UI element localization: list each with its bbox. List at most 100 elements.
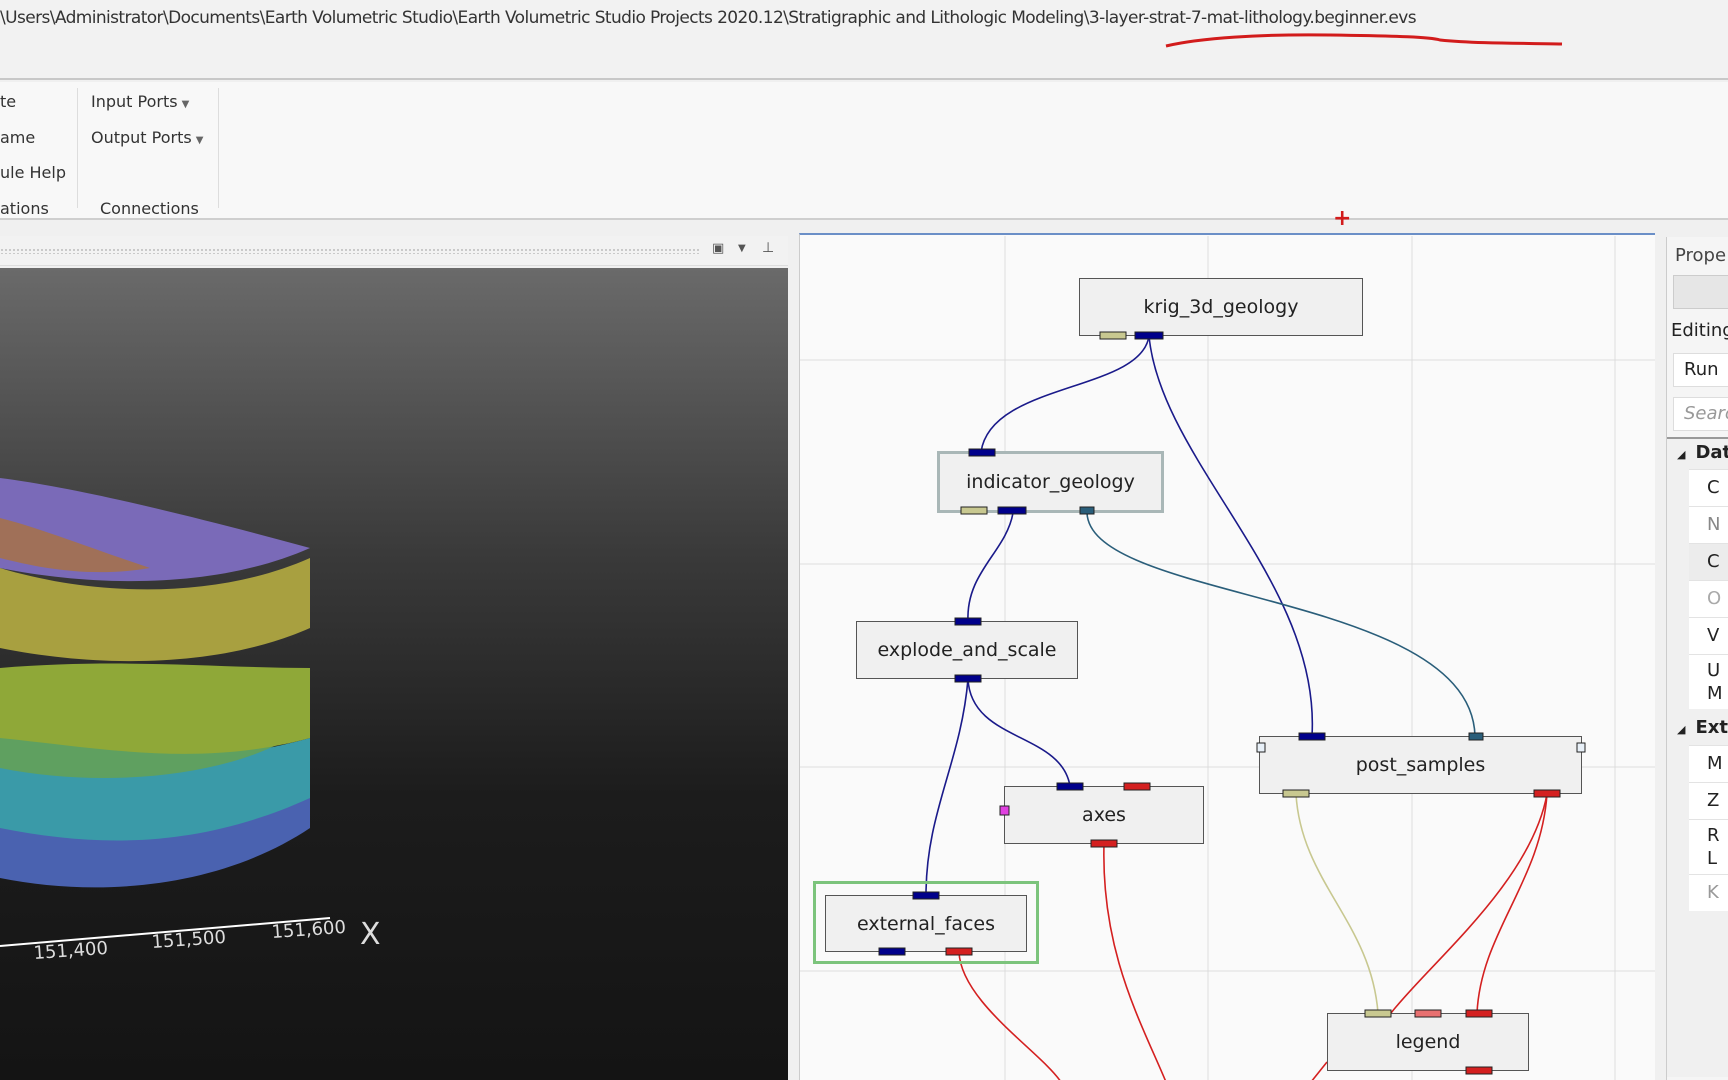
- port: [945, 947, 973, 956]
- port: [1414, 1009, 1442, 1018]
- module-label: external_faces: [856, 912, 996, 935]
- chevron-down-icon: ▼: [181, 99, 190, 110]
- ribbon: te ame ule Help ations Input Ports▼ Outp…: [0, 82, 1728, 220]
- output-ports-label: Output Ports: [91, 128, 192, 147]
- file-path: \Users\Administrator\Documents\Earth Vol…: [0, 8, 1417, 28]
- connection: [1103, 843, 1167, 1080]
- row-line: R: [1707, 825, 1720, 846]
- port: [912, 891, 940, 900]
- port: [1468, 732, 1484, 741]
- connection: [1311, 1061, 1328, 1080]
- property-row[interactable]: M: [1689, 745, 1728, 782]
- layer-brown: [0, 518, 150, 573]
- property-row[interactable]: C: [1689, 543, 1728, 580]
- selection-highlight: [813, 881, 1039, 964]
- network-editor[interactable]: krig_3d_geology indicator_geology explod…: [799, 233, 1655, 1080]
- connection: [1086, 512, 1476, 737]
- module-post-samples[interactable]: post_samples: [1259, 736, 1582, 794]
- module-label: explode_and_scale: [877, 639, 1057, 661]
- geology-model-render: 151,400 151,500 151,600 X: [0, 478, 381, 964]
- properties-toolbar-button[interactable]: [1673, 275, 1728, 309]
- collapse-icon: ◢: [1677, 448, 1686, 461]
- red-plus-annotation: +: [1333, 206, 1352, 231]
- module-indicator-geology[interactable]: indicator_geology: [937, 451, 1164, 513]
- x-axis-tick: 151,500: [151, 927, 227, 953]
- port: [1465, 1009, 1493, 1018]
- ribbon-item-help[interactable]: ule Help: [0, 163, 66, 182]
- red-underline-annotation: [1165, 33, 1563, 48]
- connections-group-label: Connections: [100, 199, 199, 218]
- ribbon-group-label: ations: [0, 199, 49, 218]
- ribbon-separator: [218, 88, 219, 208]
- module-label: legend: [1395, 1031, 1461, 1053]
- connection: [1295, 793, 1379, 1014]
- input-ports-dropdown[interactable]: Input Ports▼: [91, 92, 189, 111]
- row-line: M: [1707, 683, 1723, 704]
- port: [954, 617, 982, 626]
- output-ports-dropdown[interactable]: Output Ports▼: [91, 128, 203, 147]
- x-axis-tick: 151,600: [271, 917, 347, 943]
- connection: [980, 335, 1150, 453]
- window-icon[interactable]: ▣: [712, 241, 725, 256]
- ribbon-item-1[interactable]: te: [0, 92, 17, 111]
- section-label: Dat: [1695, 442, 1728, 463]
- port: [1099, 331, 1127, 340]
- port: [1282, 789, 1310, 798]
- port: [968, 448, 996, 457]
- layer-olive: [0, 663, 310, 754]
- port: [960, 506, 988, 515]
- editing-label: Editing: [1671, 320, 1728, 341]
- ribbon-item-2[interactable]: ame: [0, 128, 36, 147]
- chevron-down-icon[interactable]: ▼: [738, 243, 746, 254]
- connection: [958, 951, 1061, 1080]
- section-label: Ext: [1695, 717, 1728, 738]
- property-row[interactable]: K: [1689, 874, 1728, 911]
- module-axes[interactable]: axes: [1004, 786, 1204, 844]
- chevron-down-icon: ▼: [195, 135, 204, 146]
- pin-icon[interactable]: ⊥: [762, 240, 775, 256]
- layer-yellow: [0, 558, 310, 662]
- connection: [1390, 793, 1548, 1014]
- port: [1079, 506, 1095, 515]
- port: [1576, 742, 1586, 753]
- port: [1134, 331, 1164, 340]
- module-label: axes: [1082, 804, 1126, 826]
- module-ports: [878, 331, 1586, 1075]
- search-placeholder: Searc: [1684, 403, 1728, 424]
- property-row[interactable]: C: [1689, 469, 1728, 506]
- port: [999, 805, 1010, 816]
- property-row[interactable]: O: [1689, 580, 1728, 617]
- property-row[interactable]: N: [1689, 506, 1728, 543]
- network-connections: [800, 236, 1655, 1080]
- port: [1090, 839, 1118, 848]
- port: [1056, 782, 1084, 791]
- run-button[interactable]: Run: [1673, 353, 1728, 387]
- connection: [967, 512, 1014, 622]
- row-line: U: [1707, 660, 1721, 681]
- connection: [1476, 793, 1548, 1014]
- drag-handle[interactable]: [0, 248, 700, 254]
- connection: [1148, 335, 1314, 737]
- properties-title: Prope: [1675, 245, 1727, 266]
- port: [954, 674, 982, 683]
- input-ports-label: Input Ports: [91, 92, 178, 111]
- properties-panel: Prope Editing Run Searc ◢ Dat C N C O V U…: [1666, 237, 1728, 1080]
- property-row[interactable]: V: [1689, 617, 1728, 654]
- module-krig-3d-geology[interactable]: krig_3d_geology: [1079, 278, 1363, 336]
- viewer-header: ▣ ▼ ⊥: [0, 236, 788, 266]
- search-input[interactable]: Searc: [1673, 397, 1728, 431]
- collapse-icon: ◢: [1677, 723, 1686, 736]
- section-ext[interactable]: ◢ Ext: [1677, 717, 1728, 738]
- property-row[interactable]: Z: [1689, 782, 1728, 819]
- port: [997, 506, 1027, 515]
- ribbon-separator: [77, 88, 78, 208]
- 3d-viewer[interactable]: 151,400 151,500 151,600 X: [0, 268, 788, 1080]
- module-external-faces[interactable]: external_faces: [825, 895, 1027, 952]
- module-legend[interactable]: legend: [1327, 1013, 1529, 1071]
- module-label: post_samples: [1355, 754, 1486, 776]
- connection: [967, 678, 1071, 787]
- section-data[interactable]: ◢ Dat: [1677, 442, 1728, 463]
- run-label: Run: [1684, 359, 1719, 380]
